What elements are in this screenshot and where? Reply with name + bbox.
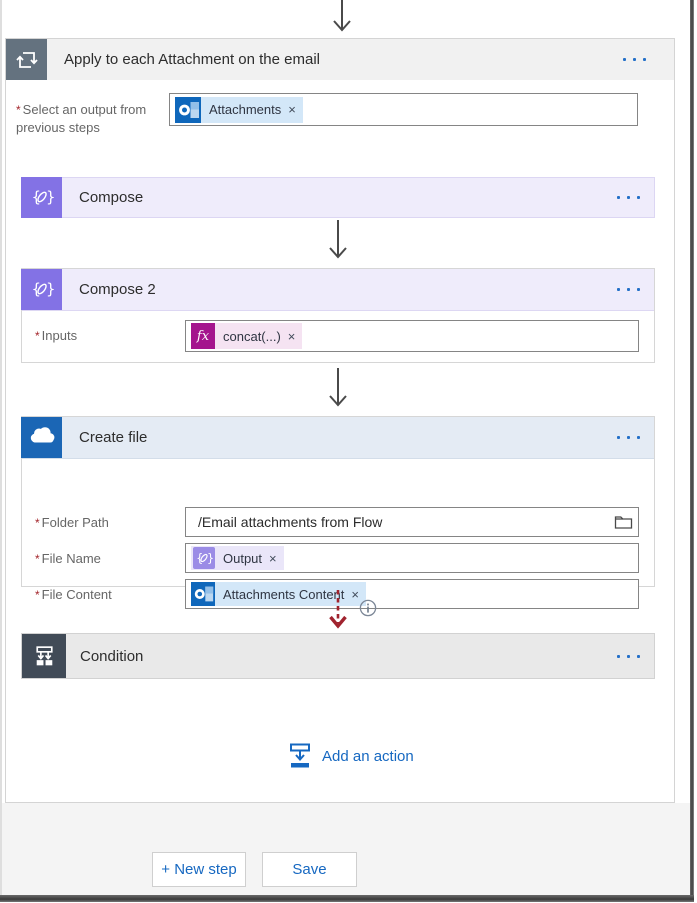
compose2-card: { } Compose 2 *Inputs fx concat(...) × bbox=[21, 268, 655, 363]
folder-icon[interactable] bbox=[614, 514, 633, 530]
create-file-header[interactable]: Create file bbox=[21, 416, 654, 459]
window-border-bottom bbox=[0, 895, 694, 902]
compose-card[interactable]: { } Compose bbox=[21, 176, 655, 218]
token-close-icon[interactable]: × bbox=[351, 586, 359, 602]
required-mark: * bbox=[16, 103, 21, 117]
required-mark: * bbox=[35, 588, 40, 602]
svg-text:{: { bbox=[31, 188, 41, 206]
new-step-button[interactable]: + New step bbox=[152, 852, 246, 887]
add-action-icon bbox=[290, 743, 310, 768]
create-file-card: Create file *Folder Path /Email attachme… bbox=[21, 416, 655, 609]
token-label: Output bbox=[223, 550, 263, 566]
apply-to-each-header[interactable]: Apply to each Attachment on the email bbox=[6, 39, 674, 80]
apply-to-each-scope: Apply to each Attachment on the email *S… bbox=[5, 38, 675, 803]
compose2-header[interactable]: { } Compose 2 bbox=[21, 268, 654, 311]
compose2-title: Compose 2 bbox=[79, 281, 156, 298]
folder-path-input[interactable]: /Email attachments from Flow bbox=[185, 507, 639, 537]
down-arrow-icon bbox=[329, 368, 347, 407]
window-border-left bbox=[0, 0, 2, 895]
required-mark: * bbox=[35, 552, 40, 566]
scope-title: Apply to each Attachment on the email bbox=[64, 51, 320, 68]
condition-card: Condition bbox=[21, 633, 655, 679]
onedrive-icon bbox=[21, 416, 62, 458]
inputs-label: *Inputs bbox=[35, 328, 78, 343]
condition-icon bbox=[22, 634, 66, 678]
down-arrow-icon bbox=[329, 220, 347, 259]
select-output-label: *Select an output from previous steps bbox=[16, 102, 147, 135]
file-content-label: *File Content bbox=[35, 587, 112, 602]
concat-expression-token[interactable]: fx concat(...) × bbox=[191, 323, 303, 349]
inputs-input[interactable]: fx concat(...) × bbox=[185, 320, 639, 352]
file-content-input[interactable]: Attachments Content × bbox=[185, 579, 639, 609]
fx-icon: fx bbox=[191, 323, 215, 349]
svg-text:}: } bbox=[46, 188, 54, 206]
svg-text:{: { bbox=[31, 280, 41, 298]
info-icon[interactable] bbox=[359, 599, 377, 617]
dashed-down-arrow-icon bbox=[329, 590, 347, 629]
token-close-icon[interactable]: × bbox=[287, 328, 296, 344]
token-label: Attachments Content bbox=[223, 586, 345, 602]
outlook-icon bbox=[175, 96, 201, 123]
compose-icon: { } bbox=[21, 268, 62, 310]
token-label: concat(...) bbox=[223, 328, 281, 344]
apply-to-each-loop-icon bbox=[6, 39, 47, 80]
create-file-title: Create file bbox=[79, 429, 148, 446]
ellipsis-menu-icon[interactable] bbox=[617, 282, 640, 297]
compose-icon: { } bbox=[21, 176, 62, 218]
select-output-input[interactable]: Attachments × bbox=[169, 93, 638, 126]
compose-badge-icon: { } bbox=[193, 547, 215, 569]
required-mark: * bbox=[35, 516, 40, 530]
ellipsis-menu-icon[interactable] bbox=[617, 649, 640, 664]
svg-text:}: } bbox=[46, 280, 54, 298]
file-name-input[interactable]: { } Output × bbox=[185, 543, 639, 573]
window-border-right bbox=[690, 0, 694, 897]
folder-path-label: *Folder Path bbox=[35, 515, 109, 530]
add-action-label: Add an action bbox=[322, 747, 414, 765]
folder-path-value: /Email attachments from Flow bbox=[198, 514, 383, 530]
output-token[interactable]: { } Output × bbox=[191, 546, 284, 570]
svg-text:}: } bbox=[207, 552, 213, 565]
outlook-icon bbox=[191, 582, 215, 606]
compose-title: Compose bbox=[79, 189, 144, 206]
token-close-icon[interactable]: × bbox=[288, 102, 296, 117]
save-button[interactable]: Save bbox=[262, 852, 357, 887]
token-close-icon[interactable]: × bbox=[269, 550, 277, 566]
attachments-token[interactable]: Attachments × bbox=[175, 96, 303, 123]
condition-title: Condition bbox=[80, 647, 144, 665]
svg-text:{: { bbox=[196, 552, 203, 565]
ellipsis-menu-icon[interactable] bbox=[617, 430, 640, 445]
condition-header[interactable]: Condition bbox=[22, 634, 654, 678]
required-mark: * bbox=[35, 329, 40, 343]
ellipsis-menu-icon[interactable] bbox=[617, 190, 640, 205]
add-action-button[interactable]: Add an action bbox=[287, 742, 414, 770]
file-name-label: *File Name bbox=[35, 551, 101, 566]
down-arrow-icon bbox=[333, 0, 351, 32]
token-label: Attachments bbox=[209, 102, 282, 117]
ellipsis-menu-icon[interactable] bbox=[623, 52, 646, 67]
